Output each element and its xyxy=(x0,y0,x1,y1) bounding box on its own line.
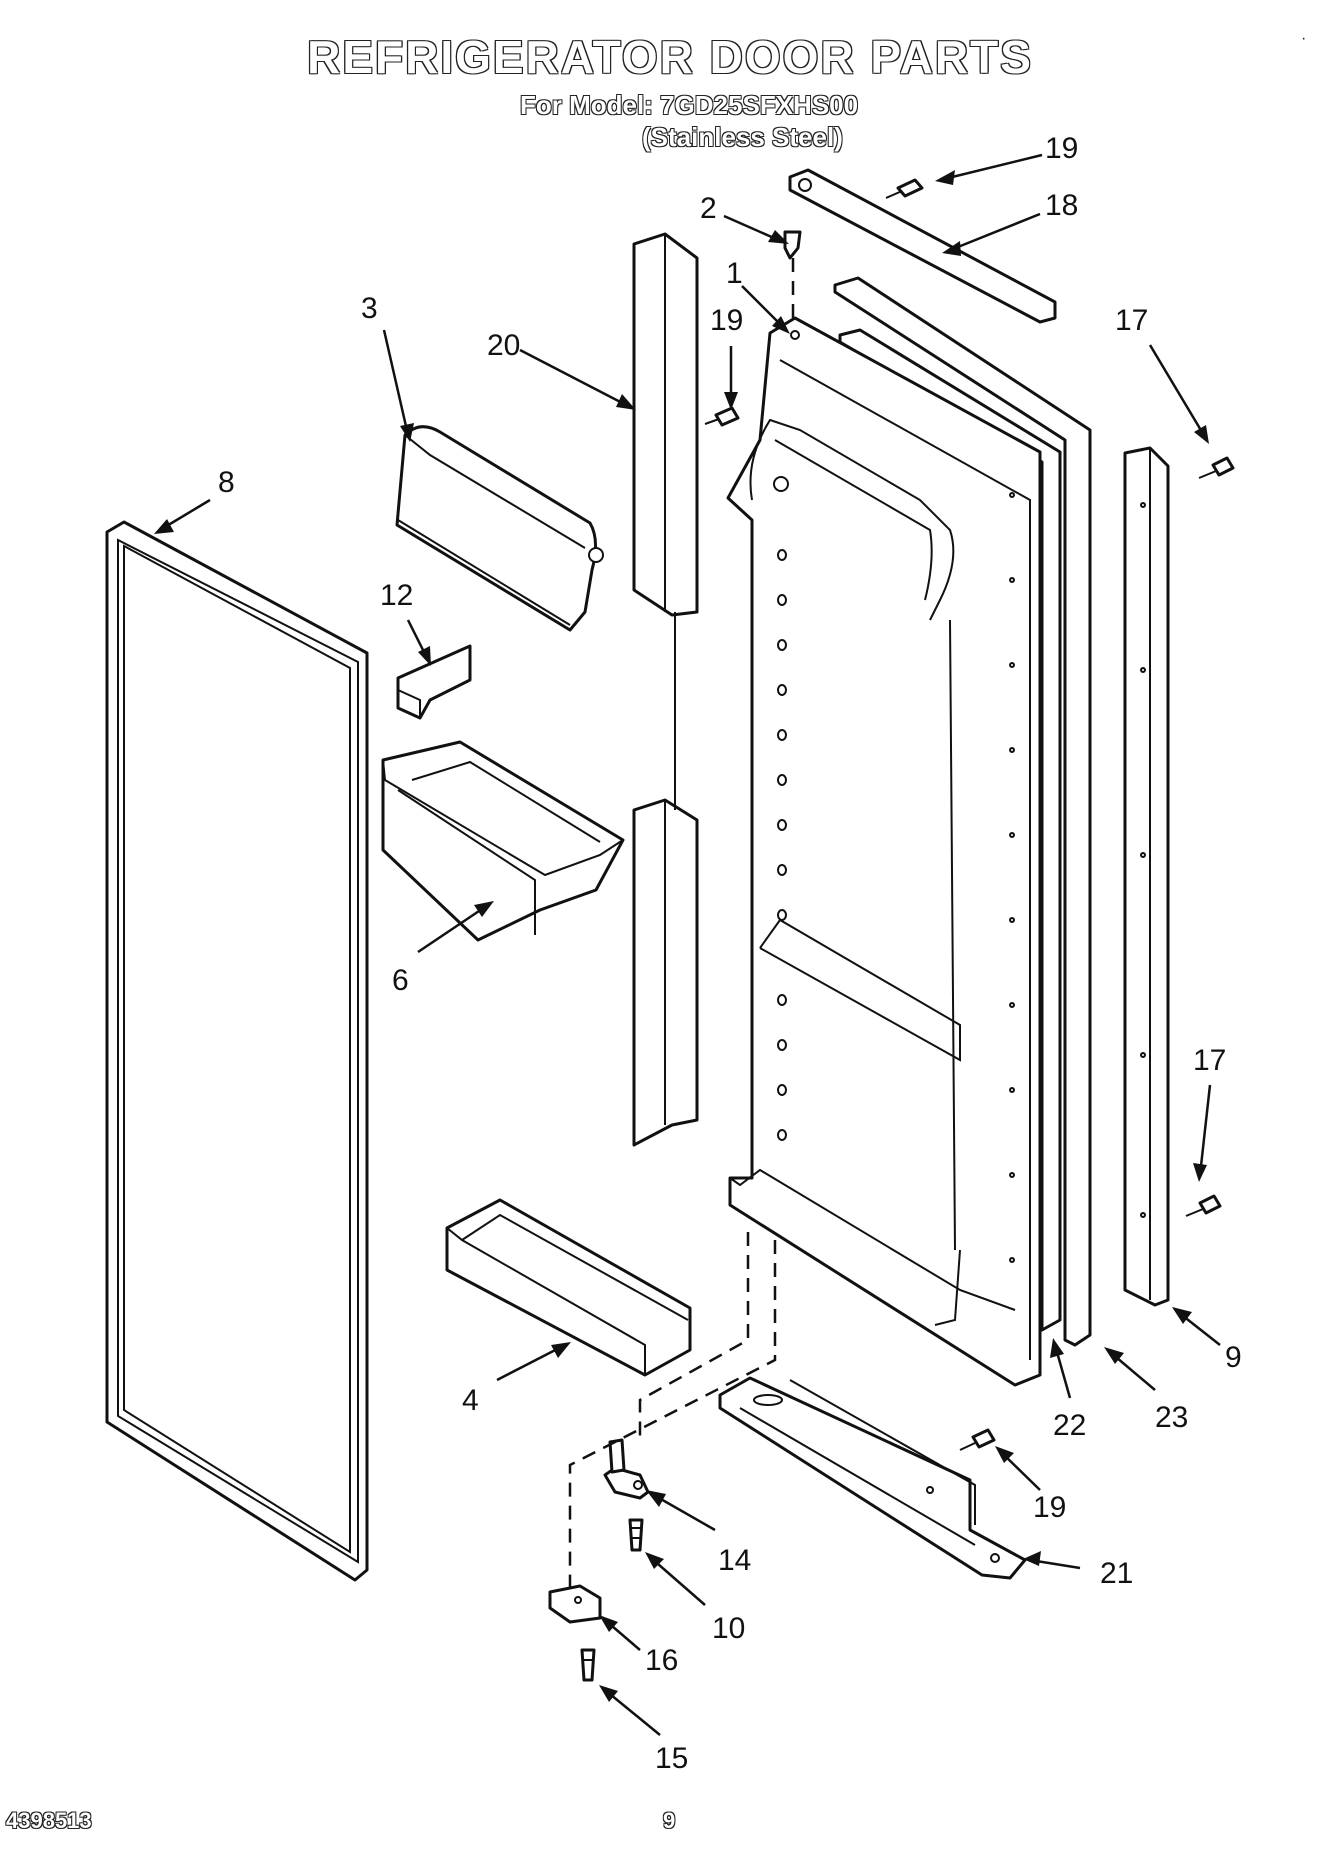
callout-1: 1 xyxy=(726,257,743,290)
screw-icon-top xyxy=(885,178,924,199)
callout-14: 14 xyxy=(718,1544,751,1577)
callout-17-upper: 17 xyxy=(1115,304,1148,337)
callout-12: 12 xyxy=(380,579,413,612)
part-door-assembly xyxy=(726,316,1042,1387)
callout-20: 20 xyxy=(487,329,520,362)
callout-15: 15 xyxy=(655,1742,688,1775)
callout-21: 21 xyxy=(1100,1557,1133,1590)
callout-10: 10 xyxy=(712,1612,745,1645)
callout-9: 9 xyxy=(1225,1341,1242,1374)
part-side-trim xyxy=(1123,446,1170,1307)
corner-mark: · xyxy=(1301,30,1307,47)
hinge-pin-icon xyxy=(783,230,802,260)
callout-19-bottom: 19 xyxy=(1033,1491,1066,1524)
assembly-line-lower xyxy=(568,1240,777,1592)
part-top-trim xyxy=(788,168,1057,324)
page-number: 9 xyxy=(663,1808,676,1833)
screw-icon-upper-hinge xyxy=(704,406,740,427)
part-lower-hinge-screw xyxy=(580,1648,596,1682)
callout-19-top: 19 xyxy=(1045,132,1078,165)
part-bottom-trim xyxy=(718,1376,1027,1580)
model-finish: (Stainless Steel) xyxy=(642,122,843,152)
part-hinge-bracket xyxy=(603,1438,650,1500)
callout-leaders xyxy=(154,153,1221,1736)
callout-18: 18 xyxy=(1045,189,1078,222)
screw-icon-bottom-trim xyxy=(959,1428,996,1451)
door-liner-holes xyxy=(777,492,1015,1263)
page-title: REFRIGERATOR DOOR PARTS xyxy=(307,31,1033,83)
part-door-gasket xyxy=(105,520,369,1582)
part-trim-strip xyxy=(632,232,699,1147)
callout-2: 2 xyxy=(700,192,717,225)
callout-22: 22 xyxy=(1053,1409,1086,1442)
callout-16: 16 xyxy=(645,1644,678,1677)
part-outer-liner xyxy=(833,276,1092,1347)
part-dairy-door xyxy=(395,425,604,632)
callout-23: 23 xyxy=(1155,1401,1188,1434)
screw-icon-side-upper xyxy=(1198,456,1235,479)
callout-3: 3 xyxy=(361,292,378,325)
part-bottom-bin xyxy=(445,1198,692,1377)
part-door-bin xyxy=(381,740,625,942)
callout-8: 8 xyxy=(218,466,235,499)
callout-19-hinge: 19 xyxy=(710,304,743,337)
document-number: 4398513 xyxy=(6,1808,92,1833)
model-number: For Model: 7GD25SFXHS00 xyxy=(520,90,859,120)
part-bin-tab xyxy=(396,644,472,720)
part-lower-hinge xyxy=(548,1584,602,1624)
callout-4: 4 xyxy=(462,1384,479,1417)
assembly-line-hinge xyxy=(638,1232,750,1440)
part-hinge-screw xyxy=(628,1518,644,1552)
screw-icon-side-lower xyxy=(1185,1194,1222,1217)
callout-6: 6 xyxy=(392,964,409,997)
callout-17-lower: 17 xyxy=(1193,1044,1226,1077)
